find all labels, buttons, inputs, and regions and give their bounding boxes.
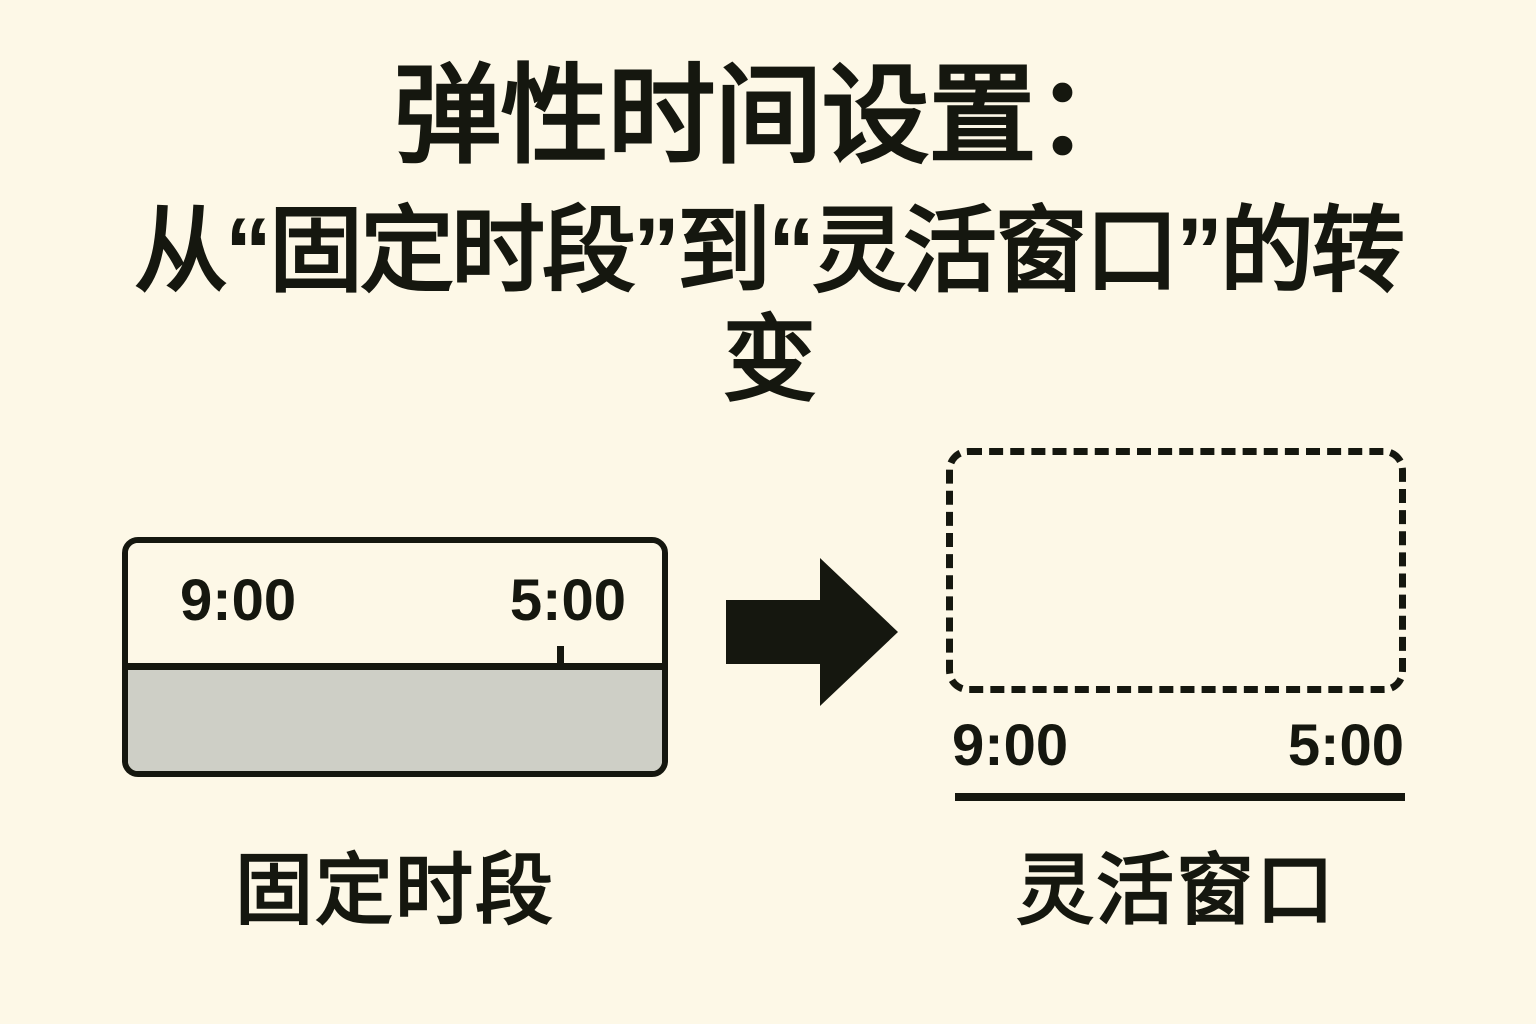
fixed-block-filled-area	[128, 670, 662, 771]
fixed-block-caption: 固定时段	[234, 846, 555, 934]
page-subtitle: 从“固定时段”到“灵活窗口”的转变	[133, 198, 1405, 413]
fixed-block-time-range: 9:00 5:00	[180, 567, 626, 634]
flexible-window-block	[946, 448, 1406, 693]
flexible-block-baseline	[955, 793, 1405, 801]
flexible-block-time-range: 9:00 5:00	[952, 712, 1404, 779]
fixed-block-divider	[128, 663, 662, 670]
arrow-right-icon	[726, 556, 898, 708]
flexible-block-caption: 灵活窗口	[1015, 846, 1336, 934]
fixed-schedule-block: 9:00 5:00	[122, 537, 668, 777]
fixed-start-time: 9:00	[180, 568, 297, 633]
flexible-end-time: 5:00	[1287, 713, 1404, 778]
fixed-end-time: 5:00	[509, 568, 626, 633]
fixed-block-header	[128, 543, 662, 663]
page-title: 弹性时间设置：	[393, 55, 1143, 176]
flexible-start-time: 9:00	[952, 713, 1069, 778]
fixed-block-tick-mark	[557, 646, 564, 664]
